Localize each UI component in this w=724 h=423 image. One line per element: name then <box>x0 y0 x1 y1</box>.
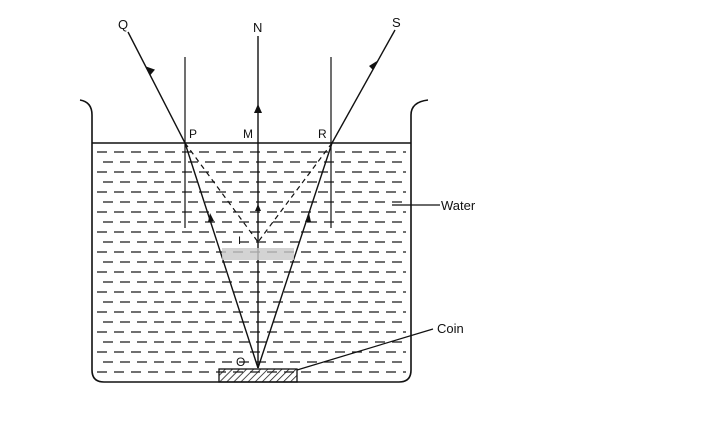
coin-leader <box>296 328 434 371</box>
label-M: M <box>243 127 253 141</box>
ray-O-to-P <box>184 142 259 369</box>
label-coin: Coin <box>437 321 464 336</box>
ray-P-to-Q <box>127 31 186 144</box>
arrow-OP <box>208 213 214 222</box>
arrow-OM <box>255 204 261 211</box>
arrow-RS <box>369 61 377 70</box>
virtual-image <box>222 248 294 260</box>
arrow-N <box>254 104 262 113</box>
label-N: N <box>253 20 262 35</box>
virtual-ray-P-to-I <box>184 142 259 243</box>
label-S: S <box>392 15 401 30</box>
label-water: Water <box>441 198 476 213</box>
label-R: R <box>318 127 327 141</box>
label-P: P <box>189 127 197 141</box>
label-O: O <box>236 355 245 369</box>
virtual-ray-R-to-I <box>257 142 333 243</box>
water-dashes <box>97 151 406 373</box>
ray-O-to-R <box>257 142 333 369</box>
arrow-PQ <box>145 66 155 75</box>
arrow-OR <box>305 213 311 222</box>
label-I: I <box>238 235 241 247</box>
ray-R-to-S <box>331 29 396 144</box>
coin <box>218 368 298 383</box>
label-Q: Q <box>118 17 128 32</box>
